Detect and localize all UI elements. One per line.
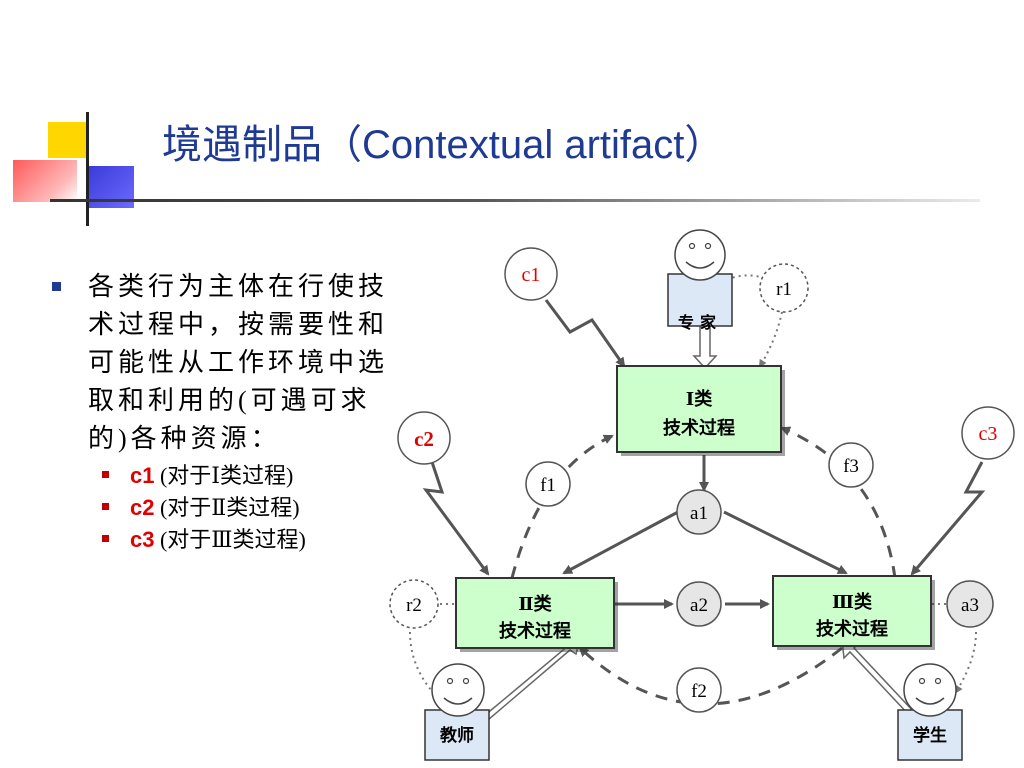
r1-down-dotted-arrow [758, 311, 783, 368]
a1-to-p2-arrow [562, 510, 679, 575]
title-underline [50, 199, 980, 202]
process-1-box: Ⅰ类 技术过程 [616, 365, 785, 456]
corner-vertical-line [86, 112, 89, 226]
f1-feedback-arc [510, 434, 614, 579]
process-2-box: Ⅱ类 技术过程 [455, 577, 618, 652]
bullet-main-text: 各类行为主体在行使技术过程中，按需要性和可能性从工作环境中选取和利用的(可遇可求… [88, 272, 389, 453]
corner-yellow-square [48, 122, 86, 158]
circle-r1: r1 [759, 263, 809, 313]
context-c2-label: c2 [414, 427, 434, 451]
circle-a2-label: a2 [690, 595, 708, 616]
process-3-line1: Ⅲ类 [832, 591, 873, 612]
bullet-list: 各类行为主体在行使技术过程中，按需要性和可能性从工作环境中选取和利用的(可遇可求… [52, 268, 397, 554]
circle-a1-label: a1 [690, 503, 708, 524]
sub-bullet-code: c3 [130, 527, 155, 552]
context-c1-label: c1 [522, 264, 541, 286]
sub-bullet-desc: (对于Ⅲ类过程) [154, 527, 306, 552]
sub-bullet-desc: (对于Ⅰ类过程) [154, 463, 294, 488]
sub-bullet-desc: (对于Ⅱ类过程) [154, 495, 300, 520]
expert-actor: 专家 [667, 229, 733, 332]
sub-bullet-square-icon [102, 535, 109, 542]
circle-f2-label: f2 [691, 681, 707, 702]
process-1-line1: Ⅰ类 [686, 388, 713, 409]
sub-bullet-c2: c2 (对于Ⅱ类过程) [52, 490, 397, 522]
circle-a1: a1 [676, 489, 722, 535]
circle-r2-label: r2 [406, 595, 422, 616]
circle-f1-label: f1 [540, 475, 556, 496]
f3-feedback-arc [780, 426, 897, 579]
student-smiley-icon [903, 663, 957, 717]
circle-f3: f3 [828, 442, 874, 488]
expert-label: 专家 [678, 313, 722, 332]
r1-dotted-arrow [720, 274, 771, 283]
sub-bullet-square-icon [102, 503, 109, 510]
process-3-box: Ⅲ类 技术过程 [772, 575, 935, 650]
process-2-line2: 技术过程 [499, 620, 571, 641]
sub-bullet-c1: c1 (对于Ⅰ类过程) [52, 458, 397, 490]
bullet-main: 各类行为主体在行使技术过程中，按需要性和可能性从工作环境中选取和利用的(可遇可求… [52, 268, 397, 458]
circle-a3-label: a3 [961, 595, 979, 616]
sub-bullet-square-icon [102, 471, 109, 478]
circle-f1: f1 [525, 461, 571, 507]
sub-bullet-code: c2 [130, 495, 155, 520]
c1-zigzag-arrow [544, 299, 626, 368]
student-hollow-arrow [841, 639, 916, 718]
page-title: 境遇制品（Contextual artifact） [162, 123, 725, 167]
circle-f3-label: f3 [843, 456, 859, 477]
context-c1: c1 [504, 247, 558, 301]
sub-bullet-code: c1 [130, 463, 155, 488]
student-label-box [897, 709, 963, 761]
circle-a2: a2 [676, 581, 722, 627]
process-3-line2: 技术过程 [816, 618, 888, 639]
teacher-actor: 教师 [424, 663, 490, 761]
circle-r2: r2 [389, 579, 439, 629]
circle-r1-label: r1 [776, 279, 792, 300]
teacher-label: 教师 [439, 725, 474, 745]
expert-smiley-icon [674, 229, 726, 281]
context-c3-label: c3 [979, 423, 998, 445]
process-2-line1: Ⅱ类 [518, 593, 552, 614]
bullet-square-icon [52, 282, 61, 291]
r2-dotted-arrow [409, 631, 442, 702]
process-1-line2: 技术过程 [663, 417, 735, 438]
teacher-smiley-icon [431, 663, 485, 717]
student-actor: 学生 [897, 663, 963, 761]
teacher-label-box [424, 709, 490, 761]
corner-red-square [13, 160, 77, 202]
a1-to-p3-arrow [723, 510, 848, 575]
context-c3: c3 [961, 406, 1015, 460]
c3-zigzag-arrow [910, 461, 986, 576]
student-label: 学生 [913, 725, 947, 745]
circle-f2: f2 [676, 667, 722, 713]
c2-zigzag-arrow [422, 461, 490, 576]
a3-dotted-arrow [954, 631, 977, 694]
sub-bullet-c3: c3 (对于Ⅲ类过程) [52, 522, 397, 554]
circle-a3: a3 [946, 580, 994, 628]
context-c2: c2 [397, 411, 451, 465]
